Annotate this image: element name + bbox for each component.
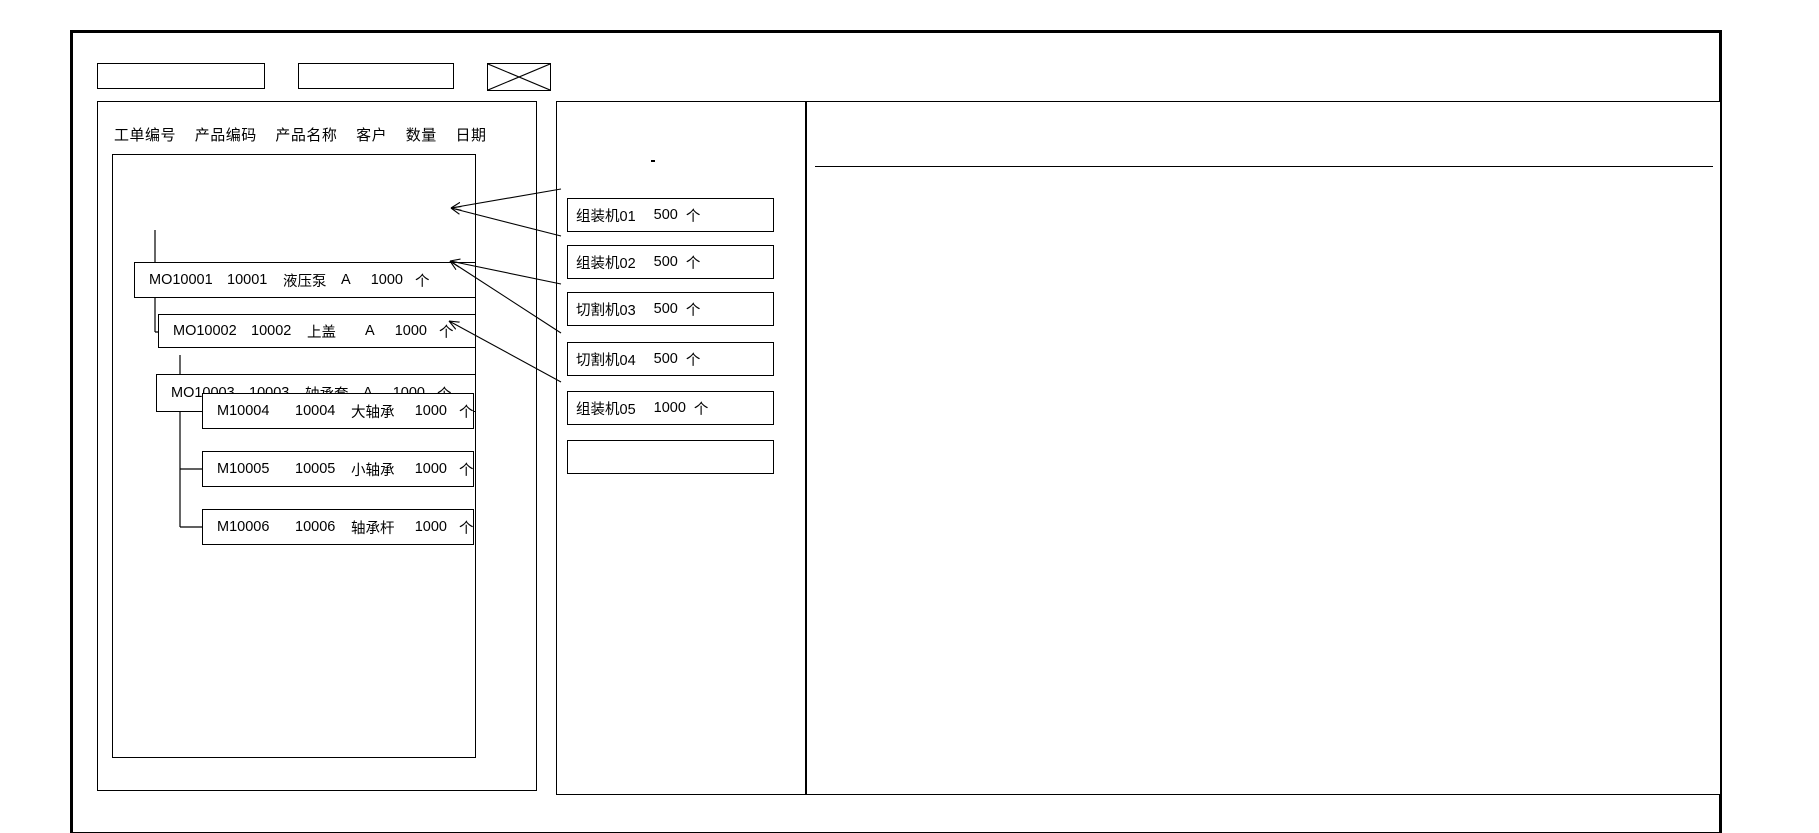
- table-row[interactable]: M10006 10006 轴承杆 1000 个: [202, 509, 474, 545]
- table-row[interactable]: M10005 10005 小轴承 1000 个: [202, 451, 474, 487]
- cell-product-name: 轴承杆: [351, 520, 395, 537]
- cell-order-no: MO10001: [149, 272, 213, 288]
- machine-panel: 组装机01 500 个 组装机02 500 个 切割机03 500 个 切割机0…: [556, 101, 806, 795]
- cell-qty: 1000: [414, 519, 447, 535]
- cell-unit: 个: [459, 520, 474, 537]
- machine-name: 组装机05: [576, 401, 636, 418]
- cell-unit: 个: [415, 273, 430, 290]
- column-header-order-no: 工单编号: [114, 127, 177, 144]
- list-item[interactable]: 切割机04 500 个: [567, 342, 774, 376]
- machine-name: 切割机03: [576, 302, 636, 319]
- list-item[interactable]: 组装机02 500 个: [567, 245, 774, 279]
- cell-order-no: M10005: [217, 461, 270, 477]
- detail-panel-divider: [815, 166, 1713, 167]
- column-header-product-name: 产品名称: [275, 127, 338, 144]
- machine-name: 组装机02: [576, 255, 636, 272]
- toolbar-field-one[interactable]: [97, 63, 265, 89]
- machine-qty: 500: [653, 301, 678, 317]
- cell-qty: 1000: [370, 272, 403, 288]
- cell-qty: 1000: [414, 403, 447, 419]
- cell-product-name: 上盖: [307, 324, 336, 341]
- machine-qty: 500: [653, 351, 678, 367]
- toolbar: [97, 63, 551, 95]
- cell-customer: A: [341, 272, 351, 288]
- toolbar-field-two[interactable]: [298, 63, 454, 89]
- cell-qty: 1000: [394, 323, 427, 339]
- cell-product-code: 10006: [295, 519, 336, 535]
- machine-unit: 个: [685, 352, 701, 369]
- application-window: 工单编号 产品编码 产品名称 客户 数量 日期: [70, 30, 1722, 833]
- list-item[interactable]: 切割机03 500 个: [567, 292, 774, 326]
- column-header-date: 日期: [455, 127, 487, 144]
- cell-product-code: 10001: [227, 272, 268, 288]
- detail-panel: [806, 101, 1721, 795]
- machine-qty: 500: [653, 254, 678, 270]
- cell-product-code: 10004: [295, 403, 336, 419]
- cell-order-no: M10006: [217, 519, 270, 535]
- detail-panel-body[interactable]: [815, 168, 1713, 778]
- table-row[interactable]: MO10002 10002 上盖 A 1000 个: [158, 314, 476, 348]
- cell-customer: A: [365, 323, 375, 339]
- machine-unit: 个: [693, 401, 709, 418]
- table-row[interactable]: MO10001 10001 液压泵 A 1000 个: [134, 262, 476, 298]
- cell-product-name: 大轴承: [351, 404, 395, 421]
- cell-qty: 1000: [414, 461, 447, 477]
- detail-panel-header: [815, 110, 1713, 166]
- column-header-customer: 客户: [356, 127, 388, 144]
- machine-qty: 500: [653, 207, 678, 223]
- machine-unit: 个: [685, 255, 701, 272]
- work-order-panel: 工单编号 产品编码 产品名称 客户 数量 日期: [97, 101, 537, 791]
- panel-marker-dot: [651, 160, 655, 162]
- machine-unit: 个: [685, 208, 701, 225]
- column-header-qty: 数量: [405, 127, 437, 144]
- column-header-product-code: 产品编码: [194, 127, 257, 144]
- machine-unit: 个: [685, 302, 701, 319]
- list-item[interactable]: 组装机05 1000 个: [567, 391, 774, 425]
- cell-unit: 个: [459, 404, 474, 421]
- machine-empty-slot[interactable]: [567, 440, 774, 474]
- list-item[interactable]: 组装机01 500 个: [567, 198, 774, 232]
- cell-product-name: 小轴承: [351, 462, 395, 479]
- cell-order-no: MO10002: [173, 323, 237, 339]
- cell-unit: 个: [459, 462, 474, 479]
- machine-qty: 1000: [653, 400, 686, 416]
- table-column-headers: 工单编号 产品编码 产品名称 客户 数量 日期: [114, 124, 500, 145]
- cell-unit: 个: [439, 324, 454, 341]
- cell-product-code: 10002: [251, 323, 292, 339]
- machine-name: 组装机01: [576, 208, 636, 225]
- cell-product-code: 10005: [295, 461, 336, 477]
- table-row[interactable]: M10004 10004 大轴承 1000 个: [202, 393, 474, 429]
- cell-order-no: M10004: [217, 403, 270, 419]
- cell-product-name: 液压泵: [283, 273, 327, 290]
- image-placeholder-icon[interactable]: [487, 63, 551, 91]
- machine-name: 切割机04: [576, 352, 636, 369]
